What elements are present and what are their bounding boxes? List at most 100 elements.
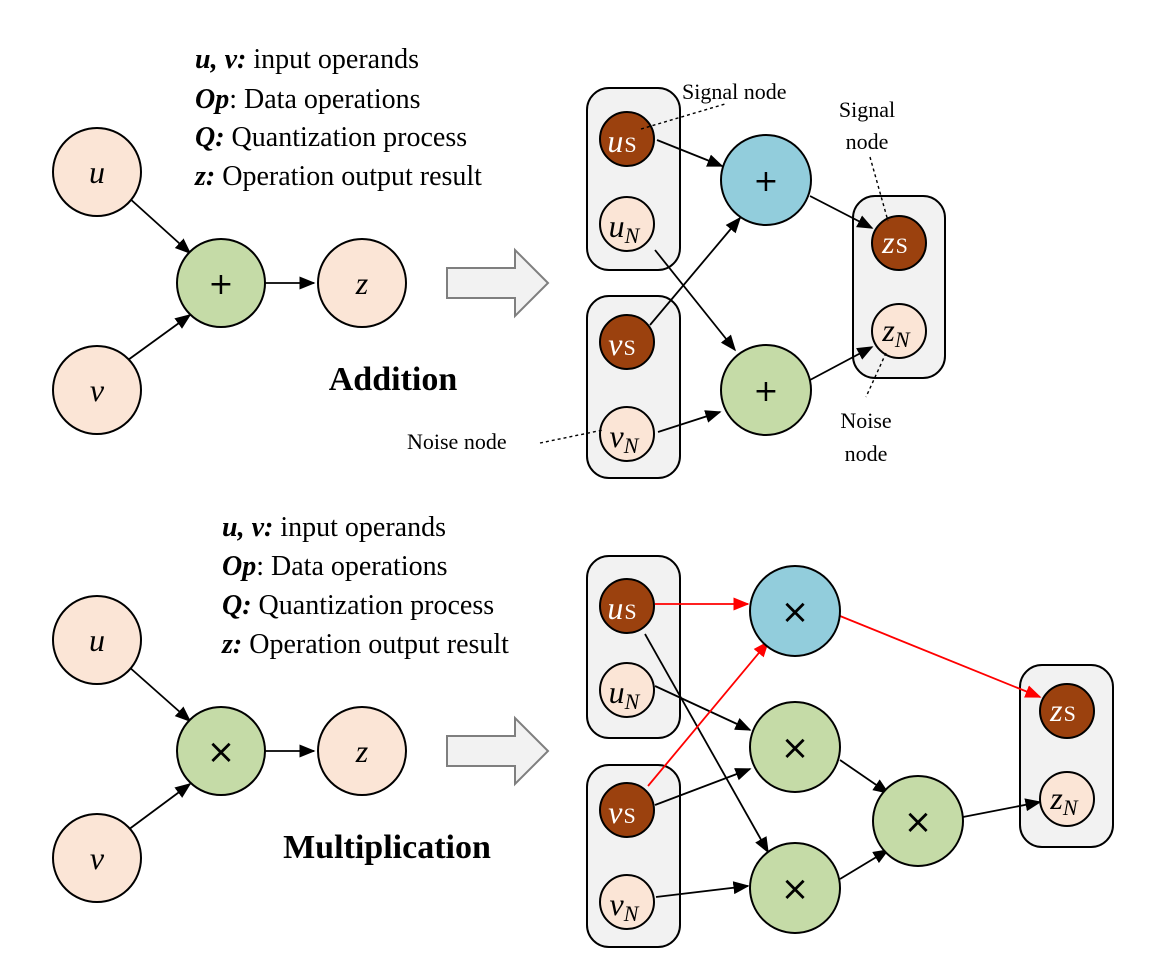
- edge-un-to-plus-bottom: [654, 249, 737, 352]
- node-plus: [176, 238, 266, 328]
- edge-us-to-times-bottom: [644, 633, 769, 854]
- node-v: [52, 345, 142, 435]
- addition-legend: u, v: input operands Op: Data operations…: [194, 44, 482, 192]
- node-times-cross-2: [749, 842, 841, 934]
- addition-simple-graph: u v + z: [52, 127, 407, 435]
- node-z-noise-label: zN: [1049, 780, 1078, 820]
- edge-vn-to-times-bottom: [655, 881, 750, 898]
- node-u-noise: [599, 662, 655, 718]
- node-v-signal: [599, 314, 655, 370]
- edge-plus-top-to-zs: [809, 195, 874, 229]
- edge-vn-to-plus-bottom: [657, 410, 722, 433]
- signal-node-label-right-2: node: [846, 129, 889, 154]
- node-plus-label: +: [208, 267, 233, 302]
- transform-arrow-addition: [446, 247, 550, 319]
- edge-times-bottom-to-times-right: [839, 849, 890, 880]
- legend-item-z: z: Operation output result: [221, 629, 509, 660]
- node-times-cross-1-label: ×: [781, 728, 810, 768]
- noise-node-pointer-left: [539, 429, 604, 444]
- edge-times-top-to-zs: [839, 615, 1042, 698]
- edge-us-to-plus-top: [656, 139, 724, 167]
- node-v-label: v: [90, 372, 105, 408]
- legend-item-uv: u, v: input operands: [222, 512, 446, 543]
- node-times-signal-label: ×: [781, 592, 810, 632]
- edge-v-to-plus: [127, 314, 192, 361]
- node-u-noise-label: uN: [609, 674, 641, 714]
- legend-item-op: Op: Data operations: [195, 84, 421, 115]
- node-u-signal: [599, 111, 655, 167]
- node-plus-signal-label: +: [753, 164, 778, 199]
- signal-node-pointer-right: [869, 156, 889, 222]
- node-z-signal: [871, 215, 927, 271]
- edge-u-to-times: [127, 665, 192, 723]
- node-v-noise: [599, 874, 655, 930]
- node-z-signal: [1039, 683, 1095, 739]
- node-v-signal-label: vS: [608, 326, 635, 362]
- edge-times-right-to-zn: [962, 798, 1042, 818]
- node-times-label: ×: [207, 732, 236, 772]
- node-times-cross-2-label: ×: [781, 869, 810, 909]
- node-z-noise: [871, 303, 927, 359]
- edge-vs-to-times-mid: [654, 768, 752, 806]
- edge-un-to-times-mid: [654, 685, 752, 731]
- multiplication-decomposed-graph: uS uN vS vN × × × × zS zN: [586, 555, 1114, 948]
- node-v-signal: [599, 782, 655, 838]
- node-times-cross-1: [749, 701, 841, 793]
- noise-node-pointer-right: [865, 352, 887, 398]
- node-u-noise-label: uN: [609, 208, 641, 248]
- multiplication-simple-graph: u v × z: [52, 595, 407, 903]
- node-times-signal-path: [749, 565, 841, 657]
- node-z-label: z: [355, 265, 369, 301]
- node-u: [52, 595, 142, 685]
- node-times-noise-sum: [872, 775, 964, 867]
- node-v-noise-label: vN: [610, 886, 640, 926]
- node-plus-noise-path: [720, 344, 812, 436]
- node-z-noise-label: zN: [881, 312, 910, 352]
- multiplication-title: Multiplication: [283, 829, 491, 866]
- node-z: [317, 706, 407, 796]
- signal-node-label-left: Signal node: [682, 79, 787, 104]
- legend-item-q: Q: Quantization process: [222, 590, 494, 621]
- transform-arrow-multiplication: [446, 715, 550, 787]
- legend-item-q: Q: Quantization process: [195, 122, 467, 153]
- node-z-noise: [1039, 771, 1095, 827]
- node-z-signal-label: zS: [1049, 692, 1076, 728]
- noise-node-label-right-2: node: [845, 441, 888, 466]
- node-v-noise: [599, 406, 655, 462]
- legend-item-z: z: Operation output result: [194, 161, 482, 192]
- node-u-signal-label: uS: [607, 590, 636, 626]
- node-times: [176, 706, 266, 796]
- addition-title: Addition: [329, 361, 458, 398]
- noise-node-label-left: Noise node: [407, 429, 507, 454]
- signal-node-label-right-1: Signal: [839, 97, 895, 122]
- edge-times-mid-to-times-right: [839, 759, 890, 794]
- node-v-noise-label: vN: [610, 418, 640, 458]
- node-u-label: u: [89, 622, 105, 658]
- edge-u-to-plus: [127, 196, 192, 255]
- edge-vs-to-times-top: [647, 640, 770, 787]
- edge-v-to-times: [127, 783, 192, 831]
- signal-node-pointer-left: [640, 103, 726, 130]
- node-z-label: z: [355, 733, 369, 769]
- node-u-noise: [599, 196, 655, 252]
- node-v-signal-label: vS: [608, 794, 635, 830]
- noise-node-label-right-1: Noise: [840, 408, 891, 433]
- edge-vs-to-plus-top: [649, 216, 742, 326]
- legend-item-op: Op: Data operations: [222, 551, 448, 582]
- multiplication-legend: u, v: input operands Op: Data operations…: [221, 512, 509, 660]
- node-u: [52, 127, 142, 217]
- node-v: [52, 813, 142, 903]
- node-u-signal-label: uS: [607, 123, 636, 159]
- addition-decomposed-graph: uS uN vS vN + + zS zN Signal node Signal…: [407, 79, 946, 479]
- legend-item-uv: u, v: input operands: [195, 44, 419, 75]
- edge-plus-bottom-to-zn: [809, 346, 874, 381]
- node-u-signal: [599, 578, 655, 634]
- node-z-signal-label: zS: [881, 224, 908, 260]
- node-plus-signal-path: [720, 134, 812, 226]
- node-u-label: u: [89, 154, 105, 190]
- node-v-label: v: [90, 840, 105, 876]
- node-times-noise-sum-label: ×: [904, 802, 933, 842]
- node-z: [317, 238, 407, 328]
- node-plus-noise-label: +: [753, 374, 778, 409]
